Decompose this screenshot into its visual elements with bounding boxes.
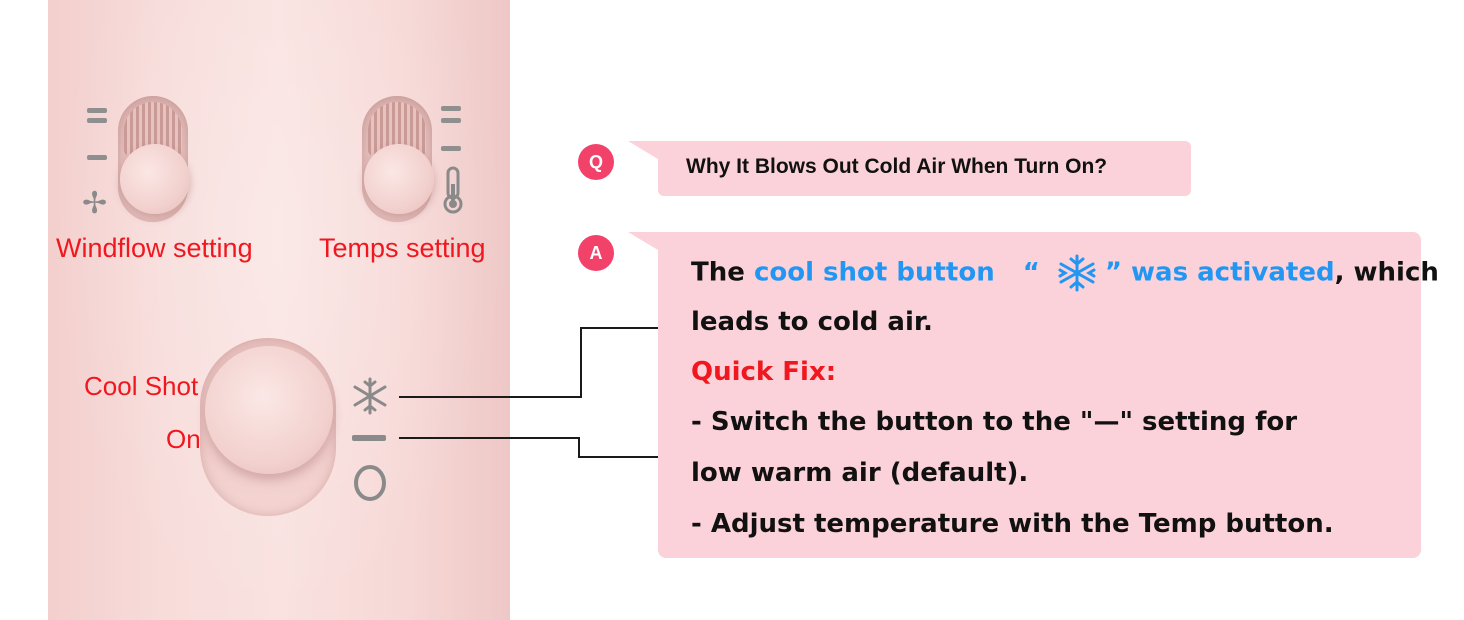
fix-step-1a: - Switch the button to the "—" setting f… (691, 407, 1298, 437)
snowflake-icon (1058, 254, 1096, 292)
windflow-high-mark (87, 108, 107, 113)
answer-line-2: leads to cold air. (691, 307, 933, 337)
snowflake-connector-vertical (580, 327, 582, 398)
quick-fix-title: Quick Fix: (691, 357, 837, 387)
fix-step-2: - Adjust temperature with the Temp butto… (691, 509, 1334, 539)
cool-shot-switch[interactable] (205, 346, 333, 474)
answer-bubble (658, 232, 1421, 558)
temps-high-mark (441, 106, 461, 111)
answer-prefix: The (691, 257, 754, 288)
hair-dryer-body (48, 0, 510, 620)
off-circle-icon (354, 465, 386, 501)
answer-line-1: The cool shot button “ ” was activated, w… (691, 253, 1439, 293)
on-connector (399, 437, 580, 439)
fix-step-1b: low warm air (default). (691, 458, 1029, 488)
fan-icon: ✢ (82, 186, 108, 221)
snowflake-connector-top (580, 327, 672, 329)
activated-highlight: was activated (1131, 257, 1335, 288)
a-badge: A (578, 235, 614, 271)
on-line-icon (352, 435, 386, 441)
temps-slider[interactable] (362, 96, 434, 222)
thermometer-icon (443, 166, 463, 214)
temps-high-mark-2 (441, 118, 461, 123)
cool-shot-highlight: cool shot button (753, 257, 995, 288)
on-label: On (166, 424, 201, 454)
temps-low-mark (441, 146, 461, 151)
windflow-high-mark-2 (87, 118, 107, 123)
snowflake-connector (399, 396, 582, 398)
snowflake-icon (353, 377, 387, 415)
cool-shot-label: Cool Shot (84, 371, 199, 401)
windflow-slider-knob[interactable] (120, 144, 190, 214)
temps-setting-label: Temps setting (319, 233, 486, 263)
on-connector-bottom (578, 456, 672, 458)
windflow-slider[interactable] (118, 96, 190, 222)
windflow-low-mark (87, 155, 107, 160)
quote-open: “ (1022, 257, 1040, 288)
answer-suffix: , which (1334, 257, 1439, 288)
on-connector-vertical (578, 437, 580, 458)
question-bubble (658, 141, 1191, 196)
q-badge: Q (578, 144, 614, 180)
question-text: Why It Blows Out Cold Air When Turn On? (686, 155, 1108, 178)
temps-slider-knob[interactable] (364, 144, 434, 214)
windflow-setting-label: Windflow setting (56, 233, 253, 263)
quote-close: ” (1104, 257, 1122, 288)
